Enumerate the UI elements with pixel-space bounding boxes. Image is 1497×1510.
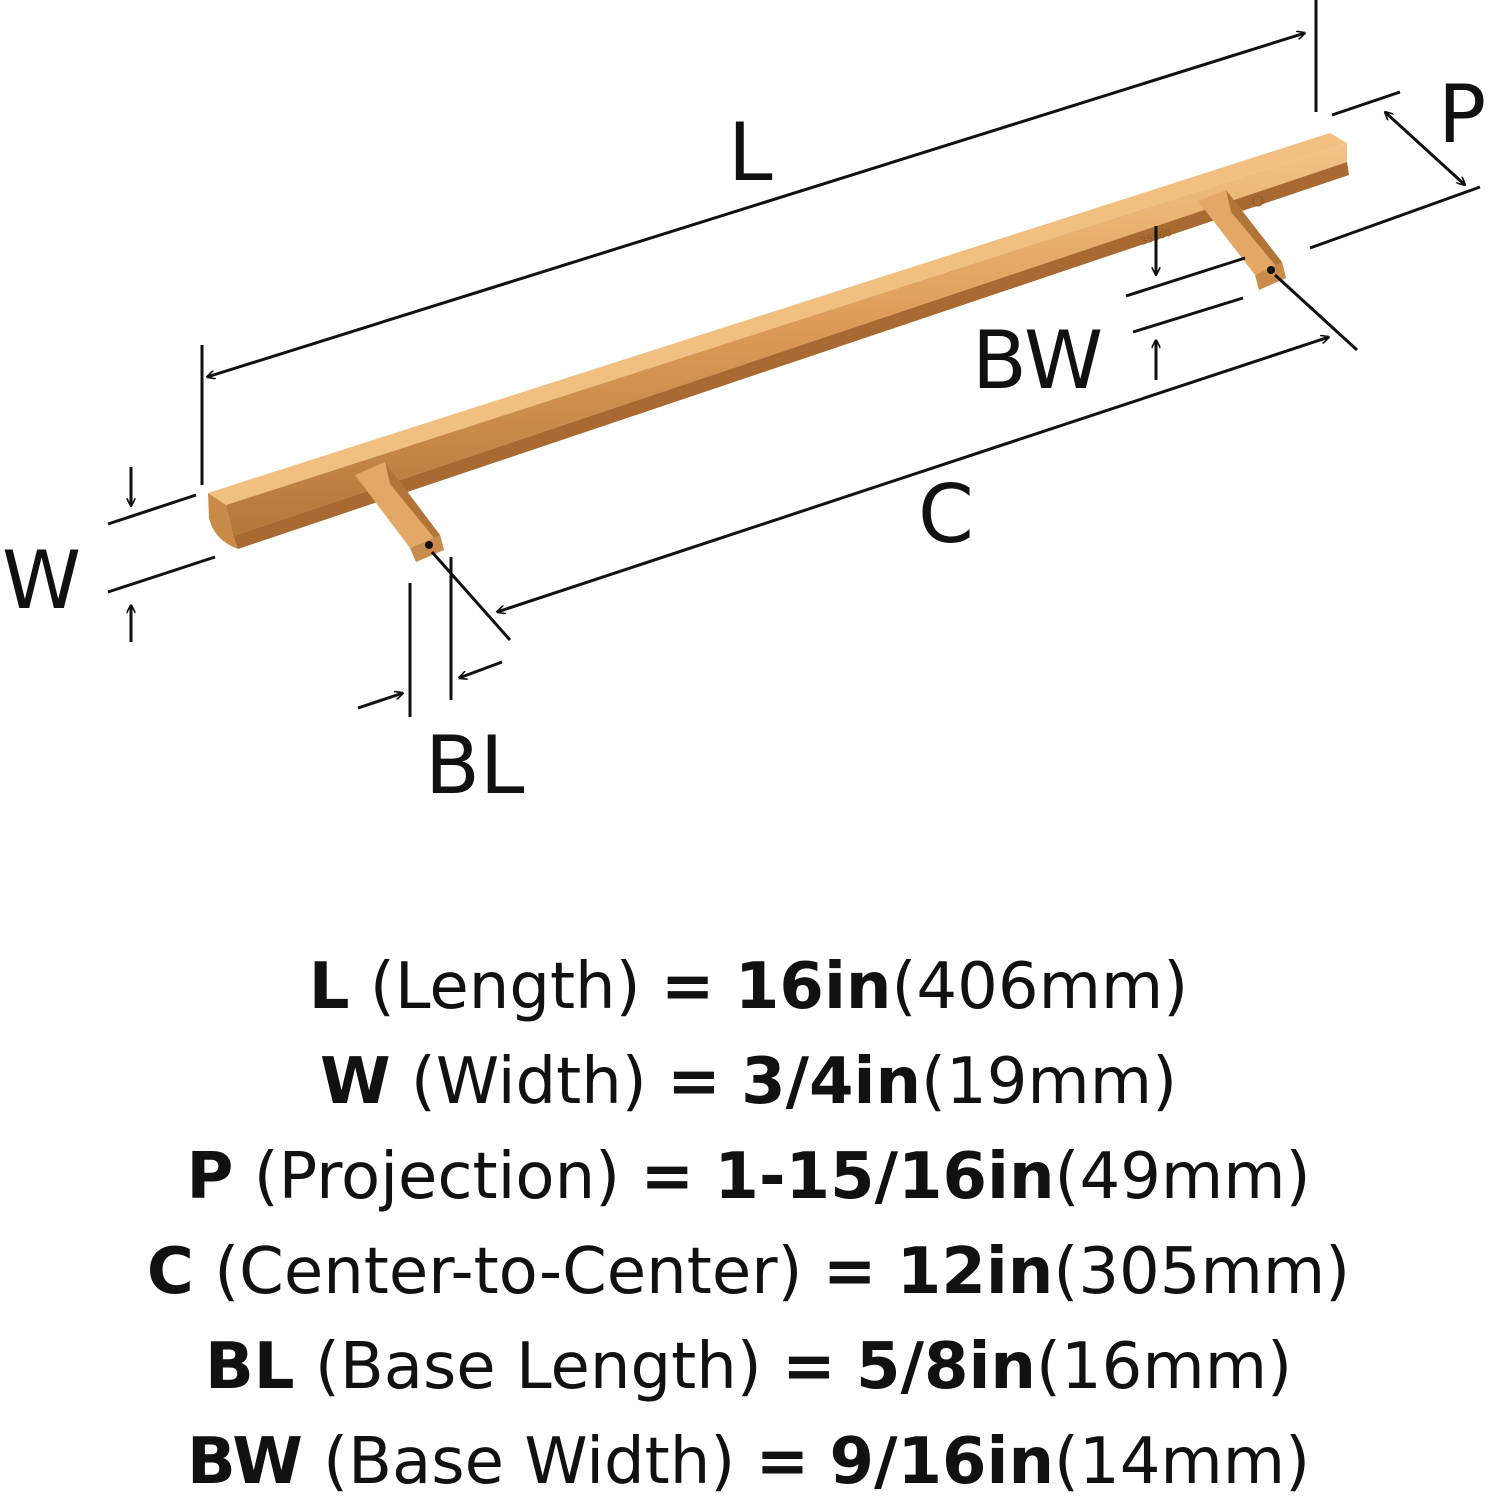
spec-symbol: L: [308, 950, 350, 1024]
spec-imperial: 9/16in: [829, 1425, 1054, 1499]
base-width-dimension: [1125, 226, 1246, 380]
spec-symbol: BW: [186, 1425, 303, 1499]
spec-metric: (49mm): [1054, 1140, 1311, 1214]
spec-row-w: W (Width) = 3/4in(19mm): [0, 1035, 1497, 1130]
spec-row-c: C (Center-to-Center) = 12in(305mm): [0, 1225, 1497, 1320]
spec-name: (Center-to-Center): [214, 1235, 803, 1309]
spec-metric: (14mm): [1054, 1425, 1311, 1499]
label-L: L: [728, 106, 773, 199]
spec-symbol: C: [146, 1235, 194, 1309]
center-to-center-dimension: [430, 273, 1359, 641]
spec-equals: =: [782, 1330, 836, 1404]
spec-symbol: BL: [204, 1330, 295, 1404]
length-dimension: [200, 0, 1318, 485]
spec-metric: (19mm): [921, 1045, 1178, 1119]
label-C: C: [918, 468, 974, 561]
label-P: P: [1438, 68, 1486, 161]
spec-metric: (305mm): [1053, 1235, 1351, 1309]
spec-row-l: L (Length) = 16in(406mm): [0, 940, 1497, 1035]
spec-equals: =: [822, 1235, 877, 1309]
spec-name: (Width): [410, 1045, 647, 1119]
label-W: W: [2, 534, 81, 627]
dimension-specs-list: L (Length) = 16in(406mm)W (Width) = 3/4i…: [0, 940, 1497, 1510]
spec-symbol: W: [319, 1045, 391, 1119]
base-length-dimension: [357, 557, 503, 717]
spec-imperial: 1-15/16in: [714, 1140, 1055, 1214]
spec-equals: =: [667, 1045, 721, 1119]
spec-name: (Projection): [253, 1140, 621, 1214]
spec-name: (Base Width): [323, 1425, 736, 1499]
spec-metric: (406mm): [891, 950, 1189, 1024]
spec-equals: =: [755, 1425, 810, 1499]
spec-row-bl: BL (Base Length) = 5/8in(16mm): [0, 1320, 1497, 1415]
label-BW: BW: [972, 314, 1103, 407]
width-dimension: [107, 467, 216, 642]
spec-equals: =: [640, 1140, 695, 1214]
spec-row-p: P (Projection) = 1-15/16in(49mm): [0, 1130, 1497, 1225]
spec-symbol: P: [186, 1140, 234, 1214]
spec-imperial: 3/4in: [741, 1045, 921, 1119]
handle-dimension-diagram: 35960 L P BW C W BL: [2, 0, 1486, 812]
label-BL: BL: [425, 719, 525, 812]
spec-imperial: 16in: [734, 950, 892, 1024]
spec-row-bw: BW (Base Width) = 9/16in(14mm): [0, 1415, 1497, 1510]
spec-imperial: 12in: [896, 1235, 1054, 1309]
left-post: [355, 462, 444, 562]
projection-dimension: [1309, 90, 1481, 250]
spec-name: (Length): [369, 950, 641, 1024]
spec-imperial: 5/8in: [856, 1330, 1036, 1404]
spec-equals: =: [660, 950, 715, 1024]
spec-name: (Base Length): [314, 1330, 762, 1404]
spec-metric: (16mm): [1035, 1330, 1293, 1404]
